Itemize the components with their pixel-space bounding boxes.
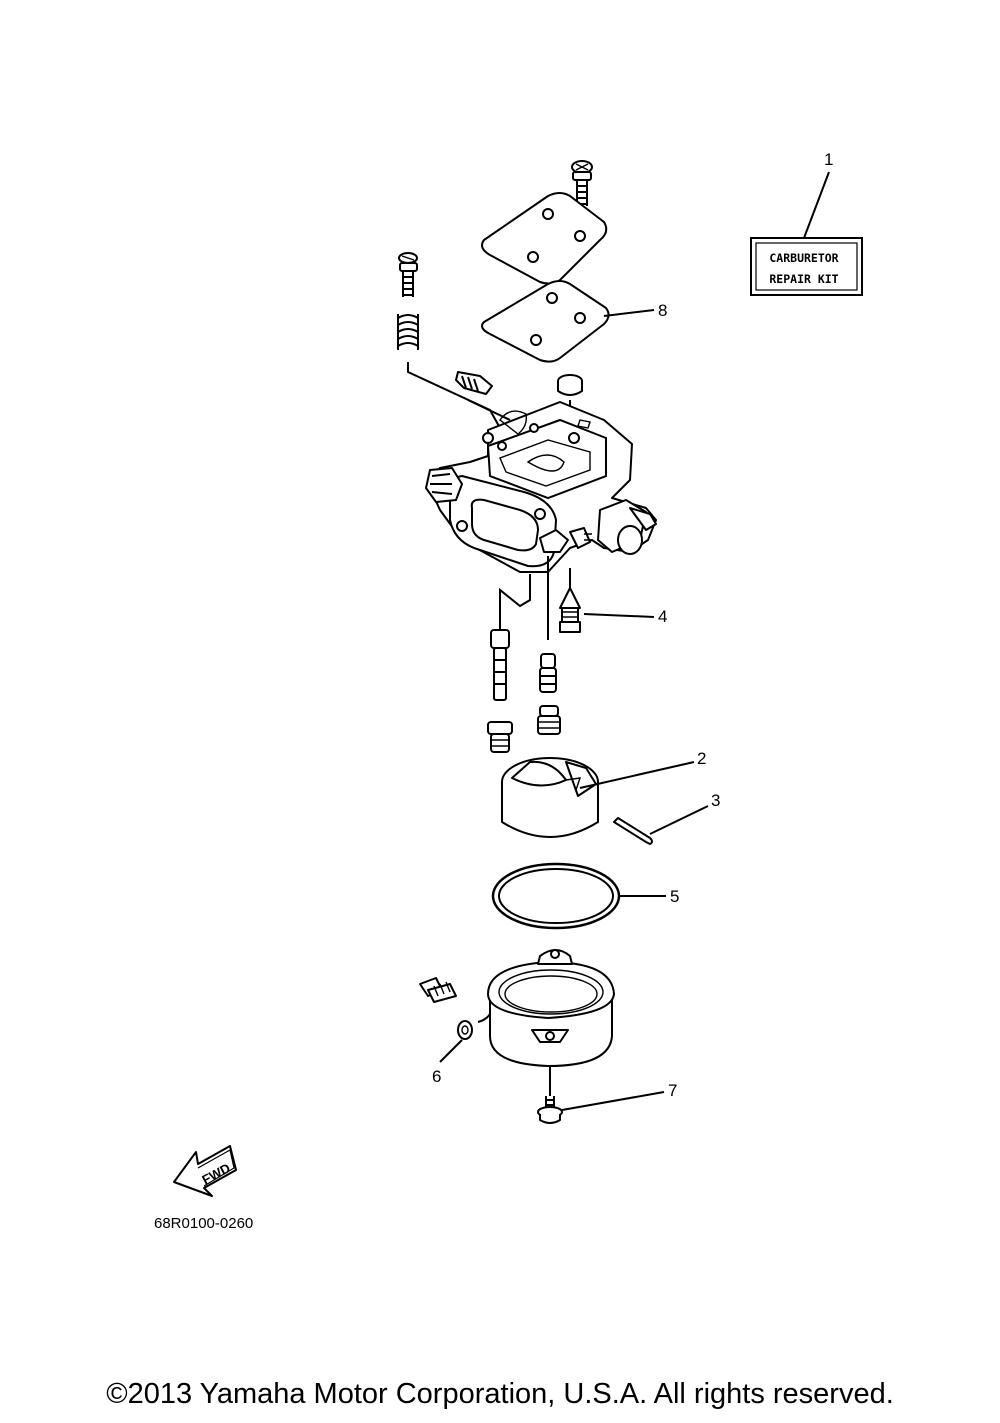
drain-screw [419,977,457,1003]
repair-kit-label: CARBURETOR REPAIR KIT [750,237,863,296]
diagram-code: 68R0100-0260 [154,1215,253,1232]
float-chamber [477,949,615,1067]
needle-valve-upper [455,371,511,421]
leader-line-6 [439,1039,463,1063]
leader-line-1 [803,171,830,239]
adjusting-screw [398,252,418,297]
kit-label-line2: REPAIR KIT [769,272,838,286]
cover-gasket [481,280,610,363]
fwd-arrow-icon: FWD [173,1145,237,1197]
kit-label-line1: CARBURETOR [769,251,838,265]
callout-8: 8 [658,301,667,320]
callout-3: 3 [711,791,720,810]
float-pin [613,817,653,845]
copyright-notice: ©2013 Yamaha Motor Corporation, U.S.A. A… [106,1378,894,1410]
cover-plate [481,192,608,285]
leader-line-3 [649,805,709,835]
callout-2: 2 [697,749,706,768]
callout-1: 1 [824,150,833,169]
carburetor-body [425,401,657,573]
main-nozzle [490,629,510,701]
callout-4: 4 [658,607,667,626]
pilot-jet-plug [537,705,561,735]
leader-line-7 [561,1091,665,1111]
drain-washer [457,1020,473,1040]
leader-line-4 [583,613,655,618]
main-jet-guide-line [499,574,531,632]
callout-7: 7 [668,1081,677,1100]
pilot-jet [539,653,557,693]
float-chamber-o-ring [491,862,621,930]
main-jet [487,721,513,753]
callout-5: 5 [670,887,679,906]
top-cover-screw [571,160,593,206]
spring-guide-line [407,362,501,429]
float [501,757,599,838]
float-chamber-screw [537,1096,563,1124]
callout-6: 6 [432,1067,441,1086]
leader-line-8 [603,309,655,317]
adjusting-spring [397,314,419,350]
needle-valve [559,587,581,633]
leader-line-2 [579,761,695,789]
